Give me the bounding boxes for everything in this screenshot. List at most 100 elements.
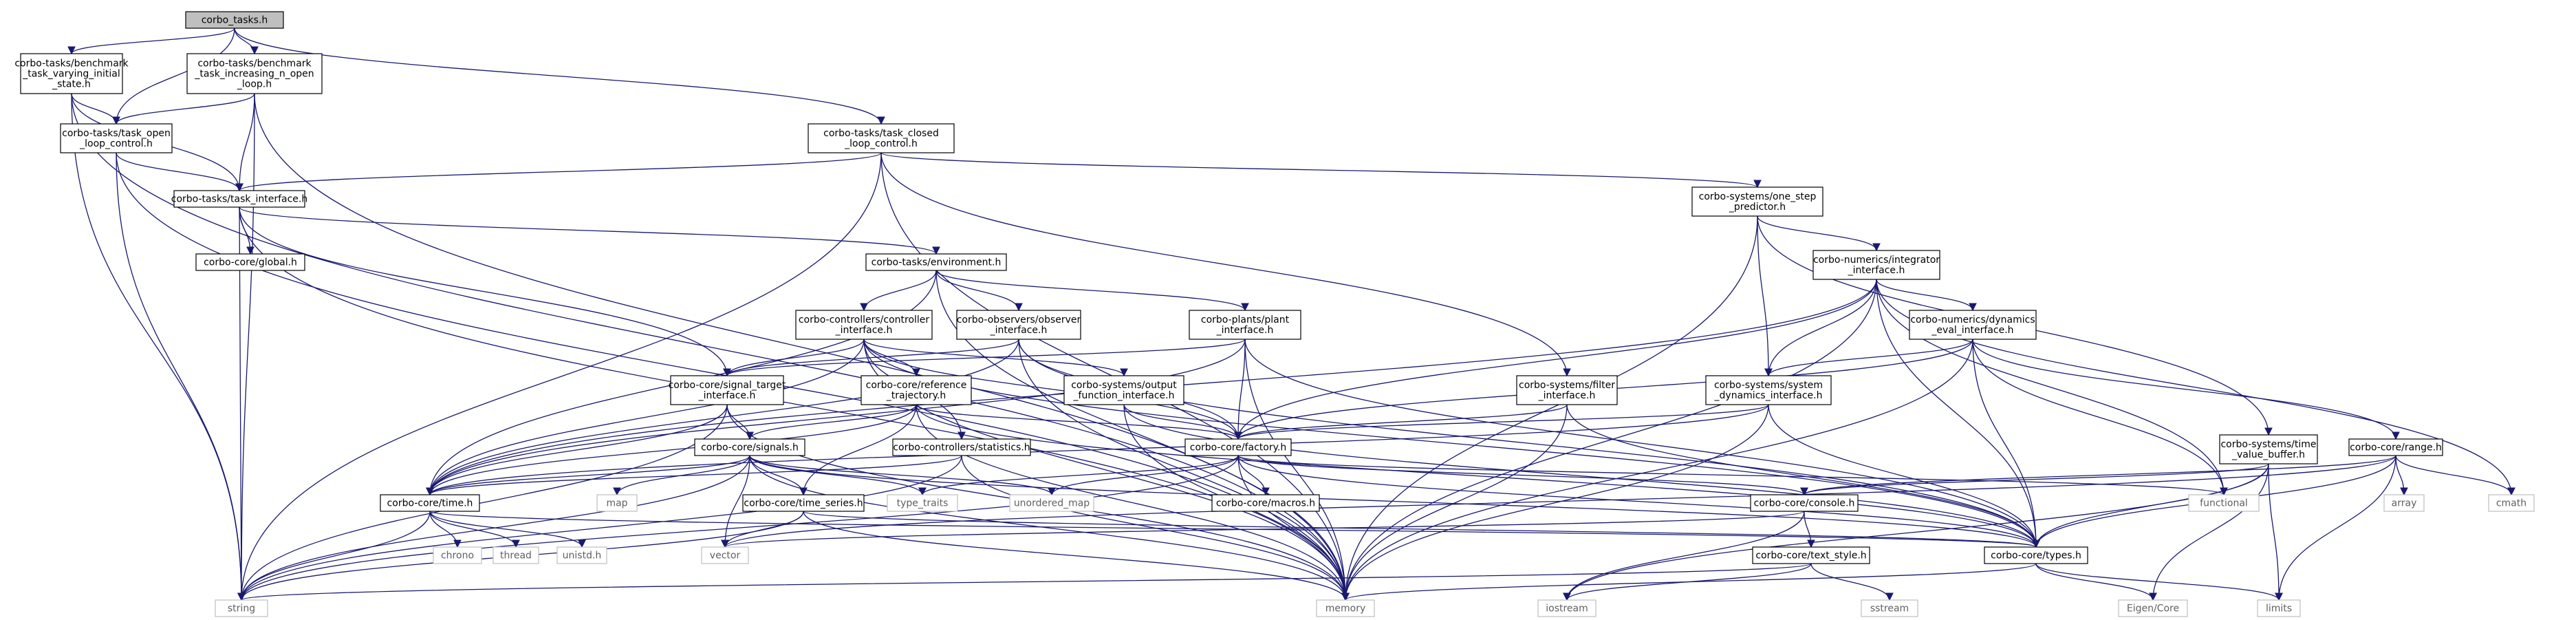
system-header-node-cmath: cmath xyxy=(2488,494,2535,512)
include-edge-integrator-to-dyn_eval xyxy=(1876,279,1977,312)
node-label-line: _loop.h xyxy=(237,79,272,90)
include-edge-controller-to-signal_target xyxy=(723,339,865,377)
file-node-sys_dyn[interactable]: corbo-systems/system_dynamics_interface.… xyxy=(1705,375,1832,405)
node-box xyxy=(1984,546,2088,564)
file-node-dyn_eval[interactable]: corbo-numerics/dynamics_eval_interface.h xyxy=(1909,310,2037,340)
include-edge-dyn_eval-to-functional xyxy=(1972,339,2228,496)
file-node-integrator[interactable]: corbo-numerics/integrator_interface.h xyxy=(1812,250,1940,280)
file-node-time[interactable]: corbo-core/time.h xyxy=(380,494,480,512)
include-edge-environment-to-observer xyxy=(935,270,1023,312)
file-node-statistics[interactable]: corbo-controllers/statistics.h xyxy=(892,438,1031,456)
include-edge-observer-to-types xyxy=(1018,339,2040,548)
include-edge-statistics-to-string xyxy=(237,455,962,601)
node-label-line: corbo_tasks.h xyxy=(202,15,268,26)
file-node-task_iface[interactable]: corbo-tasks/task_interface.h xyxy=(171,190,308,208)
include-edge-time_series-to-types xyxy=(803,511,2040,548)
node-box xyxy=(493,546,539,564)
node-label-line: corbo-tasks/benchmark xyxy=(197,58,312,70)
node-label-line: thread xyxy=(500,550,532,562)
include-edge-factory-to-console xyxy=(1237,455,1808,496)
include-edge-output_fn-to-factory xyxy=(1123,404,1242,440)
include-edge-range-to-console xyxy=(1800,455,2396,496)
node-box xyxy=(2383,494,2425,512)
node-label-line: corbo-systems/time xyxy=(2220,439,2316,450)
file-node-root[interactable]: corbo_tasks.h xyxy=(185,11,284,29)
include-edge-signals-to-type_traits xyxy=(749,455,927,496)
node-box xyxy=(596,494,638,512)
include-edge-tvb-to-limits xyxy=(2268,463,2283,601)
node-label-line: corbo-core/signal_target xyxy=(669,380,786,391)
file-node-bm_incr[interactable]: corbo-tasks/benchmark_task_increasing_n_… xyxy=(186,53,323,94)
node-label-line: _interface.h xyxy=(1848,265,1905,276)
system-header-node-string: string xyxy=(215,599,268,617)
include-edge-text_style-to-string xyxy=(238,563,1812,601)
system-header-node-sstream: sstream xyxy=(1861,599,1918,617)
file-node-signals[interactable]: corbo-core/signals.h xyxy=(694,438,805,456)
include-edge-integrator-to-sys_dyn xyxy=(1764,279,1877,377)
file-node-signal_target[interactable]: corbo-core/signal_target_interface.h xyxy=(669,375,786,405)
node-label-line: corbo-observers/observer xyxy=(957,314,1081,325)
node-label-line: _loop_control.h xyxy=(844,138,918,149)
node-box xyxy=(20,53,123,94)
include-edge-range-to-vector xyxy=(721,455,2396,548)
node-label-line: vector xyxy=(710,550,741,562)
node-label-line: corbo-numerics/dynamics xyxy=(1910,314,2035,325)
file-node-range[interactable]: corbo-core/range.h xyxy=(2348,438,2443,456)
file-node-global[interactable]: corbo-core/global.h xyxy=(195,253,305,271)
include-edge-console-to-iostream xyxy=(1563,511,1805,601)
node-box xyxy=(808,123,955,153)
node-box xyxy=(2118,599,2188,617)
node-label-line: unistd.h xyxy=(563,550,602,562)
include-edge-environment-to-plant xyxy=(935,270,1249,312)
node-label-line: array xyxy=(2392,498,2417,509)
node-label-line: corbo-core/factory.h xyxy=(1190,442,1286,453)
node-label-line: corbo-tasks/environment.h xyxy=(872,257,1002,268)
include-edge-output_fn-to-types xyxy=(1123,404,2040,548)
file-node-reference[interactable]: corbo-core/reference_trajectory.h xyxy=(861,375,972,405)
node-label-line: iostream xyxy=(1546,603,1588,614)
file-node-macros[interactable]: corbo-core/macros.h xyxy=(1211,494,1320,512)
file-node-environment[interactable]: corbo-tasks/environment.h xyxy=(865,253,1007,271)
include-edge-controller-to-time xyxy=(426,339,865,496)
node-label-line: sstream xyxy=(1870,603,1909,614)
node-box xyxy=(1189,310,1301,340)
include-edge-range-to-limits xyxy=(2275,455,2396,601)
file-node-bm_varying[interactable]: corbo-tasks/benchmark_task_varying_initi… xyxy=(14,53,129,94)
include-edge-plant-to-factory xyxy=(1234,339,1246,440)
include-edge-dyn_eval-to-range xyxy=(1972,339,2400,440)
node-box xyxy=(2219,434,2318,464)
node-label-line: corbo-numerics/integrator xyxy=(1813,255,1940,266)
file-node-text_style[interactable]: corbo-core/text_style.h xyxy=(1752,546,1870,564)
system-header-node-memory: memory xyxy=(1316,599,1375,617)
include-edge-bm_incr-to-task_iface xyxy=(235,93,255,192)
file-node-controller[interactable]: corbo-controllers/controller_interface.h xyxy=(795,310,933,340)
file-node-open_loop[interactable]: corbo-tasks/task_open_loop_control.h xyxy=(60,123,173,153)
file-node-closed_loop[interactable]: corbo-tasks/task_closed_loop_control.h xyxy=(808,123,955,153)
system-header-node-array: array xyxy=(2383,494,2425,512)
file-node-types[interactable]: corbo-core/types.h xyxy=(1984,546,2088,564)
node-box xyxy=(1184,438,1292,456)
include-edge-time-to-chrono xyxy=(429,511,462,548)
file-node-console[interactable]: corbo-core/console.h xyxy=(1750,494,1859,512)
include-edge-one_step-to-memory xyxy=(1341,215,1758,601)
include-edge-types-to-limits xyxy=(2035,563,2283,601)
file-node-plant[interactable]: corbo-plants/plant_interface.h xyxy=(1189,310,1301,340)
node-label-line: _function_interface.h xyxy=(1073,390,1175,401)
file-node-output_fn[interactable]: corbo-systems/output_function_interface.… xyxy=(1063,375,1184,405)
file-node-time_series[interactable]: corbo-core/time_series.h xyxy=(742,494,865,512)
file-node-factory[interactable]: corbo-core/factory.h xyxy=(1184,438,1292,456)
node-label-line: corbo-core/text_style.h xyxy=(1755,550,1866,562)
file-node-tvb[interactable]: corbo-systems/time_value_buffer.h xyxy=(2219,434,2318,464)
include-edge-factory-to-unordered_map xyxy=(1048,455,1239,496)
file-node-one_step[interactable]: corbo-systems/one_step_predictor.h xyxy=(1691,186,1823,217)
node-label-line: type_traits xyxy=(897,498,949,509)
include-edge-dyn_eval-to-sys_dyn xyxy=(1764,339,1973,377)
node-label-line: unordered_map xyxy=(1014,498,1090,509)
system-header-node-vector: vector xyxy=(701,546,749,564)
node-label-line: corbo-core/signals.h xyxy=(701,442,799,453)
file-node-filter[interactable]: corbo-systems/filter_interface.h xyxy=(1516,375,1618,405)
file-node-observer[interactable]: corbo-observers/observer_interface.h xyxy=(956,310,1081,340)
system-header-node-unordered_map: unordered_map xyxy=(1009,494,1094,512)
include-edge-observer-to-memory xyxy=(1018,339,1350,601)
